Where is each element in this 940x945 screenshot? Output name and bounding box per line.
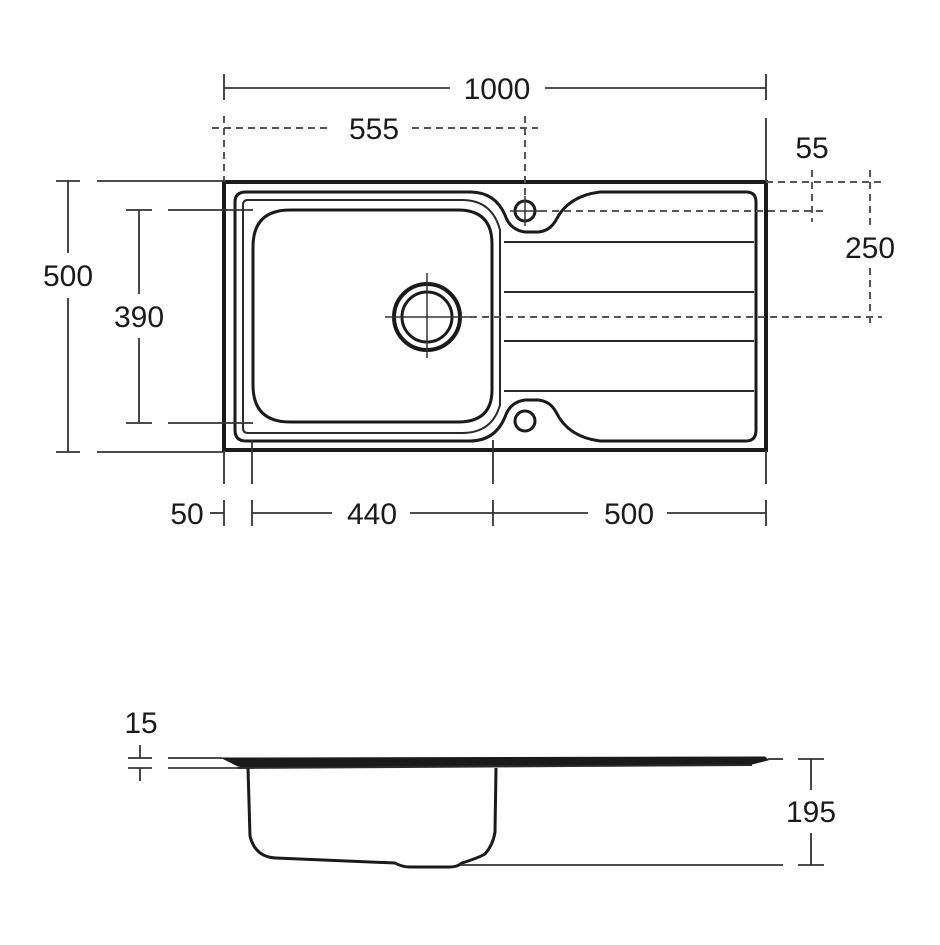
dim-label-500-drainer: 500 [604, 498, 654, 531]
dim-label-500-depth: 500 [43, 260, 93, 293]
dim-bowl-depth: 390 [114, 209, 253, 424]
dim-tap-hole-inset: 55 [540, 132, 882, 222]
dim-label-440: 440 [347, 498, 397, 531]
dim-label-390: 390 [114, 301, 164, 334]
dim-overall-depth: 500 [43, 180, 224, 453]
dim-bottom-chain: 50 440 500 [170, 440, 767, 531]
dim-label-50: 50 [170, 498, 203, 531]
dim-label-555: 555 [349, 113, 399, 146]
dim-label-195: 195 [786, 796, 836, 829]
bowl-flange [242, 199, 501, 434]
dim-bowl-height: 195 [460, 758, 836, 866]
dim-tap-hole-offset: 555 [212, 113, 538, 200]
bowl-profile [246, 767, 498, 869]
overflow-hole [513, 409, 537, 433]
dim-overall-width: 1000 [223, 73, 767, 106]
drainer-rim [233, 190, 758, 443]
drainer-grooves [504, 241, 754, 392]
bowl [251, 208, 494, 424]
sink-rim-profile [221, 756, 769, 769]
sink-outline [222, 180, 768, 452]
dim-label-55: 55 [795, 132, 828, 165]
dim-label-1000: 1000 [464, 73, 531, 106]
dim-label-15: 15 [124, 707, 157, 740]
plan-view: 1000 555 55 250 [43, 73, 895, 531]
dim-rim-thickness: 15 [124, 707, 238, 781]
side-section-view: 15 195 [124, 707, 836, 869]
dim-label-250: 250 [845, 232, 895, 265]
dim-waste-centre: 250 [470, 170, 895, 328]
